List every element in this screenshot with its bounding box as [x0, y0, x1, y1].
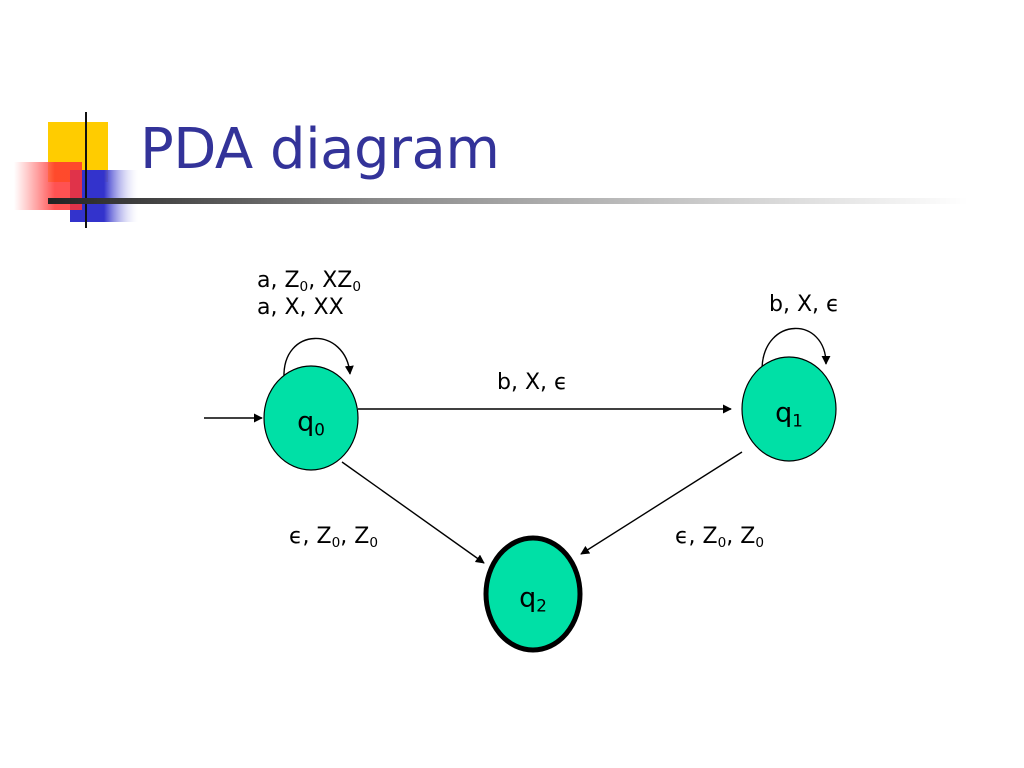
q0-loop-label: a, Z0, XZ0 a, X, XX [257, 268, 361, 321]
q1-loop-label: b, X, ϵ [769, 292, 840, 317]
q0-loop-line1: a, Z0, XZ0 [257, 268, 362, 295]
state-q1 [741, 356, 837, 462]
corner-decoration [14, 112, 968, 228]
q0-q1-label: b, X, ϵ [497, 370, 568, 395]
edge-q1-q2 [580, 451, 743, 555]
title-underline [48, 198, 968, 204]
state-q2-label: q2 [519, 582, 547, 616]
state-q0 [263, 365, 359, 471]
state-q1-label: q1 [775, 397, 803, 431]
q1-self-loop [761, 327, 831, 369]
page-title: PDA diagram [140, 117, 500, 182]
state-q2-accepting [483, 535, 583, 653]
q1-q2-label: ϵ, Z0, Z0 [675, 524, 764, 551]
q0-loop-line2: a, X, XX [257, 295, 344, 321]
state-q0-label: q0 [297, 406, 325, 440]
edge-q0-q2 [341, 461, 485, 564]
q0-q2-label: ϵ, Z0, Z0 [289, 524, 378, 551]
q0-self-loop [283, 337, 354, 379]
